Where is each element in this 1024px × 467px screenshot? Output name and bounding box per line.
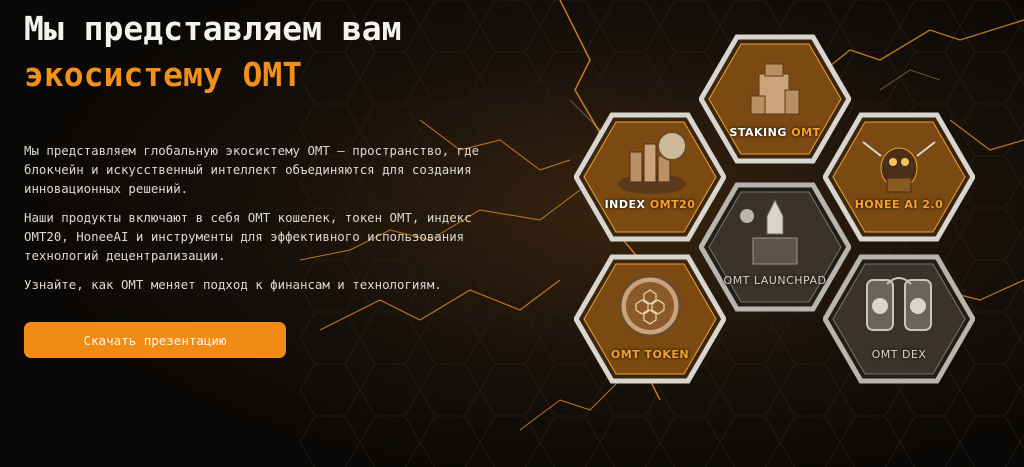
hex-frame xyxy=(574,254,726,384)
coin-stack-icon xyxy=(618,131,687,194)
hex-frame xyxy=(823,254,975,384)
tile-label: OMT DEX xyxy=(871,348,927,361)
bee-robot-icon xyxy=(862,141,936,193)
tile-label: OMT LAUNCHPAD xyxy=(723,274,827,287)
hex-frame xyxy=(699,34,851,164)
tile-label: OMT TOKEN xyxy=(610,348,690,361)
learn-more-paragraph: Узнайте, как OMT меняет подход к финанса… xyxy=(24,277,442,292)
tile-staking-omt[interactable]: STAKING OMT xyxy=(699,34,851,164)
tile-label: HONEE AI 2.0 xyxy=(854,198,944,211)
rocket-icon xyxy=(740,198,798,265)
tile-honee-ai[interactable]: HONEE AI 2.0 xyxy=(823,112,975,242)
tile-omt-dex[interactable]: OMT DEX xyxy=(823,254,975,384)
hex-coin-icon xyxy=(618,274,682,338)
tile-omt-token[interactable]: OMT TOKEN xyxy=(574,254,726,384)
hex-frame xyxy=(699,182,851,312)
hex-frame xyxy=(574,112,726,242)
tile-label: INDEX OMT20 xyxy=(604,198,696,211)
stacked-blocks-icon xyxy=(750,63,800,115)
tile-label: STAKING OMT xyxy=(729,126,821,139)
hex-frame xyxy=(823,112,975,242)
title-line-2: экосистему OMT xyxy=(24,55,303,94)
page-title: Мы представляем вам экосистему OMT xyxy=(24,6,402,98)
title-line-1: Мы представляем вам xyxy=(24,9,402,48)
tile-index-omt20[interactable]: INDEX OMT20 xyxy=(574,112,726,242)
tile-omt-launchpad[interactable]: OMT LAUNCHPAD xyxy=(699,182,851,312)
exchange-wallet-icon xyxy=(866,277,932,331)
intro-paragraph: Мы представляем глобальную экосистему OM… xyxy=(24,143,480,196)
products-paragraph: Наши продукты включают в себя OMT кошеле… xyxy=(24,210,472,263)
download-presentation-button[interactable]: Скачать презентацию xyxy=(24,322,286,358)
